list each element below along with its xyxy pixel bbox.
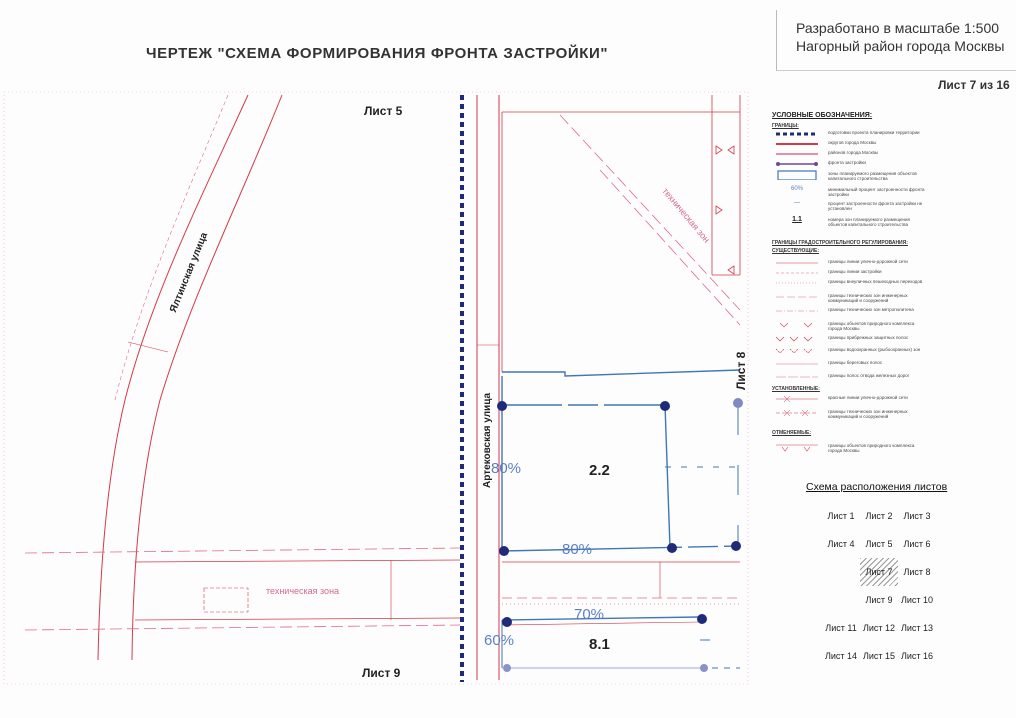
front-line-81 (501, 616, 701, 621)
legend-row: фронта застройки (768, 159, 928, 169)
corner-marker (503, 664, 511, 672)
tech-zone-diag-2 (599, 169, 741, 326)
plot-boundary-top (502, 369, 741, 377)
yalta-dash (114, 94, 229, 401)
tech-zone-top (24, 547, 461, 554)
sheet-cell[interactable]: Лист 12 (862, 623, 896, 633)
small-structure (203, 587, 249, 613)
sheet-number: Лист 7 из 16 (938, 78, 1010, 92)
scale-note: Разработано в масштабе 1:500 (796, 20, 1000, 36)
zone-number-2-2: 2.2 (589, 462, 610, 479)
red-line-81 (501, 621, 701, 626)
legend-title: УСЛОВНЫЕ ОБОЗНАЧЕНИЯ: (772, 112, 873, 119)
yalta-width-dim (127, 341, 169, 353)
legend-section: ГРАНИЦЫ: (772, 123, 799, 129)
corner-marker (502, 617, 512, 627)
corner-marker (667, 543, 677, 553)
sheet-cell[interactable]: Лист 4 (827, 539, 855, 549)
legend-row: границы технических зон инженерных комму… (776, 293, 908, 303)
front-line-east (664, 404, 671, 549)
tech-zone-label: техническая зона (266, 586, 340, 596)
legend-section: ОТМЕНЯЕМЫЕ: (772, 430, 812, 436)
tech-zone-bottom (24, 624, 461, 631)
legend-section: УСТАНОВЛЕННЫЕ: (772, 386, 820, 392)
corner-marker (497, 401, 507, 411)
legend-row: границы береговых полос (776, 360, 883, 365)
corner-marker (660, 401, 670, 411)
legend-row: границы технических зон метрополитена (776, 307, 914, 312)
corner-marker (733, 398, 743, 408)
legend-row: границы водоохранных (рыбоохранных) зон (768, 346, 928, 356)
title-block (776, 10, 1016, 71)
legend-section: СУЩЕСТВУЮЩИЕ: (772, 248, 820, 254)
legend-row: границы полос отвода железных дорог (776, 373, 910, 378)
red-line-h2 (134, 617, 461, 621)
sheet-ref-bottom[interactable]: Лист 9 (362, 666, 401, 680)
front-percent: 70% (574, 606, 605, 623)
sheet-cell[interactable]: Лист 13 (900, 623, 934, 633)
red-line-h1 (134, 559, 461, 563)
yalta-street-line-right (131, 94, 283, 661)
legend-row: границы технических зон инженерных комму… (768, 408, 928, 420)
sheet-cell[interactable]: Лист 15 (862, 651, 896, 661)
sheet-cell[interactable]: Лист 3 (903, 511, 931, 521)
legend-row: границы объектов природного комплекса го… (768, 442, 928, 454)
sheet-ref-right[interactable]: Лист 8 (734, 351, 748, 390)
legend-row: границы объектов природного комплекса го… (768, 320, 928, 332)
legend-row: — процент застроенности фронта застройки… (794, 200, 923, 211)
red-triangles (715, 145, 735, 275)
corner-marker (697, 614, 707, 624)
legend-row: границы внеуличных пешеходных переходов (776, 279, 923, 284)
legend-row: красные линии улично-дорожной сети (768, 394, 928, 404)
sheet-cell[interactable]: Лист 10 (900, 595, 934, 605)
sheet-cell-current[interactable]: Лист 7 (860, 558, 898, 586)
front-percent: 80% (491, 460, 522, 477)
drawing-title: ЧЕРТЕЖ "СХЕМА ФОРМИРОВАНИЯ ФРОНТА ЗАСТРО… (146, 45, 609, 62)
sheet-ref-top[interactable]: Лист 5 (364, 104, 403, 118)
legend-row: зоны планируемого размещения объектов ка… (768, 170, 928, 182)
legend: УСЛОВНЫЕ ОБОЗНАЧЕНИЯ: ГРАНИЦЫ: подготовк… (768, 112, 928, 462)
sheet-cell[interactable]: Лист 8 (903, 567, 931, 577)
sheet-scheme-title: Схема расположения листов (806, 481, 948, 493)
sheet-cell[interactable]: Лист 5 (865, 539, 893, 549)
corner-marker (700, 664, 708, 672)
legend-row: границы линии застройки (776, 269, 882, 274)
sheet-cell[interactable]: Лист 16 (900, 651, 934, 661)
sheet-scheme-grid: Лист 1 Лист 2 Лист 3 Лист 4 Лист 5 Лист 6 Лист… (822, 502, 940, 678)
legend-row: округов города Москвы (776, 140, 877, 145)
legend-row: 1.1 номера зон планируемого размещения о… (792, 216, 910, 227)
legend-row: границы линии улично-дорожной сети (776, 259, 908, 264)
front-percent: 60% (484, 632, 515, 649)
sheet-cell[interactable]: Лист 2 (865, 511, 893, 521)
sheet-cell[interactable]: Лист 9 (865, 595, 893, 605)
corner-marker (499, 546, 509, 556)
district-name: Нагорный район города Москвы (796, 38, 1005, 54)
legend-row: 60% минимальный процент застроенности фр… (790, 186, 925, 197)
sheet-cell[interactable]: Лист 1 (827, 511, 855, 521)
sheet-cell[interactable]: Лист 11 (825, 623, 857, 633)
yalta-street-line-left (97, 94, 249, 661)
sheet-cell[interactable]: Лист 14 (824, 651, 858, 661)
sheet-cell[interactable]: Лист 6 (903, 539, 931, 549)
legend-row: районов города Москвы (776, 150, 879, 155)
front-line-south (501, 545, 741, 552)
tech-zone-diag-1 (559, 114, 741, 311)
map-frame (3, 91, 749, 685)
legend-section: ГРАНИЦЫ ГРАДОСТРОИТЕЛЬНОГО РЕГУЛИРОВАНИЯ… (772, 240, 908, 246)
legend-row: подготовки проекта планировки территории (776, 130, 920, 136)
legend-row: границы прибрежных защитных полос (768, 334, 928, 344)
corner-marker (731, 541, 741, 551)
front-percent: 80% (562, 541, 593, 558)
zone-number-8-1: 8.1 (589, 636, 610, 653)
